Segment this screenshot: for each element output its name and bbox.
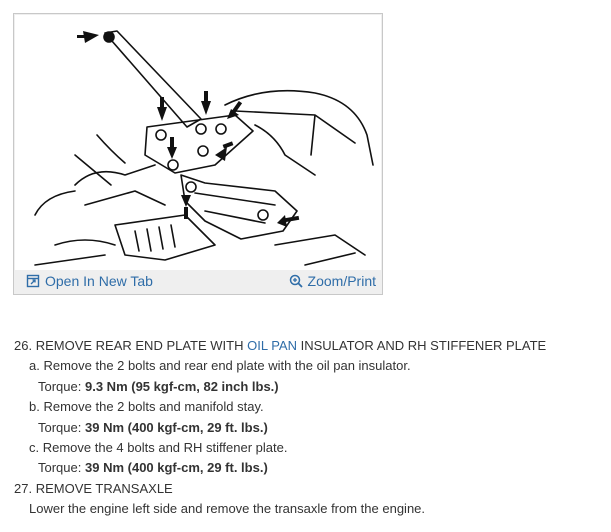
figure-card: Open In New Tab Zoom/Print [13, 13, 383, 295]
torque-spec-b: Torque: 39 Nm (400 kgf-cm, 29 ft. lbs.) [14, 418, 606, 438]
step-27-heading: 27. REMOVE TRANSAXLE [14, 479, 606, 499]
diagram-image [15, 15, 381, 270]
step-number: 27. [14, 480, 33, 496]
substep-c: c. Remove the 4 bolts and RH stiffener p… [29, 440, 288, 456]
magnifier-plus-icon [289, 274, 303, 288]
torque-label: Torque: [38, 460, 82, 476]
torque-label: Torque: [38, 378, 82, 394]
step-title: REMOVE TRANSAXLE [35, 480, 173, 496]
open-in-new-tab-label: Open In New Tab [45, 273, 153, 289]
torque-spec-c: Torque: 39 Nm (400 kgf-cm, 29 ft. lbs.) [14, 458, 606, 478]
torque-label: Torque: [38, 419, 82, 435]
torque-value: 39 Nm (400 kgf-cm, 29 ft. lbs.) [85, 460, 268, 476]
step-27-body: Lower the engine left side and remove th… [29, 501, 426, 517]
open-in-new-tab-link[interactable]: Open In New Tab [26, 273, 153, 289]
open-new-tab-icon [26, 274, 40, 288]
step-title-after: INSULATOR AND RH STIFFENER PLATE [300, 338, 547, 353]
diagram-drawing [34, 30, 374, 266]
zoom-print-label: Zoom/Print [307, 273, 376, 289]
step-number: 26. [14, 338, 33, 353]
oil-pan-link[interactable]: OIL PAN [247, 338, 297, 353]
zoom-print-link[interactable]: Zoom/Print [289, 273, 376, 289]
substep-b: b. Remove the 2 bolts and manifold stay. [29, 399, 264, 415]
torque-value: 39 Nm (400 kgf-cm, 29 ft. lbs.) [85, 419, 268, 435]
step-26-heading: 26. REMOVE REAR END PLATE WITH OIL PAN I… [14, 336, 606, 356]
step-title-before: REMOVE REAR END PLATE WITH [35, 338, 244, 353]
torque-spec-a: Torque: 9.3 Nm (95 kgf-cm, 82 inch lbs.) [14, 377, 606, 397]
substep-a: a. Remove the 2 bolts and rear end plate… [29, 358, 411, 374]
procedure-steps: 26. REMOVE REAR END PLATE WITH OIL PAN I… [14, 336, 606, 520]
torque-value: 9.3 Nm (95 kgf-cm, 82 inch lbs.) [85, 378, 279, 394]
